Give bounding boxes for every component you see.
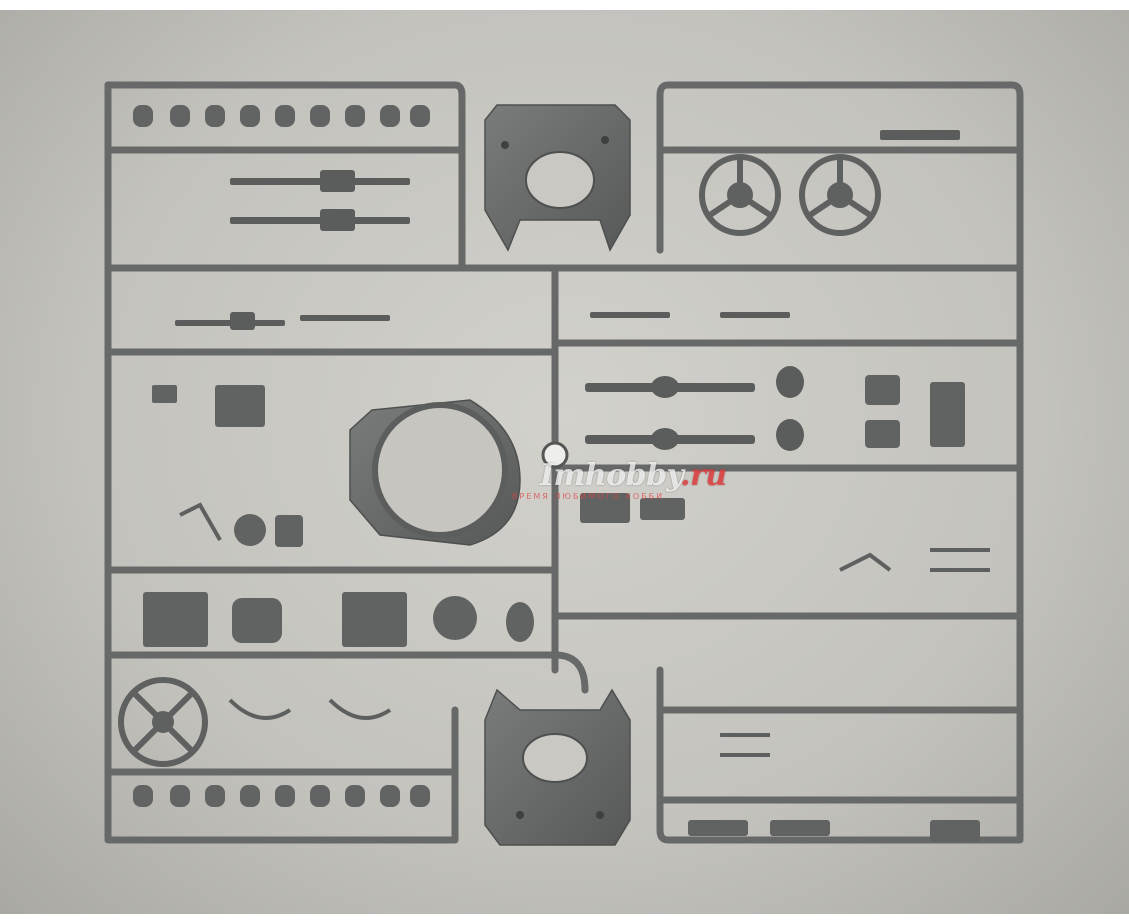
part-helmets-bottom	[133, 785, 430, 807]
part-helmets-top	[133, 105, 430, 127]
part-brackets	[179, 502, 990, 757]
sprue-photo: Imhobby.ru ВРЕМЯ ЛЮБИМОГО ХОББИ	[0, 10, 1129, 914]
part-upper-bracket	[484, 104, 631, 252]
part-boxes	[143, 375, 980, 842]
part-wheel-bottom	[118, 677, 208, 767]
part-drive-shafts	[585, 366, 804, 451]
watermark-title: Imhobby.ru	[540, 458, 727, 493]
part-machine-guns	[175, 130, 960, 330]
sprue-frame	[104, 81, 1024, 846]
part-lower-bracket	[484, 688, 631, 846]
part-wheels-top	[699, 154, 881, 236]
part-turret-ring	[349, 399, 569, 546]
watermark-subtitle: ВРЕМЯ ЛЮБИМОГО ХОББИ	[512, 492, 665, 501]
